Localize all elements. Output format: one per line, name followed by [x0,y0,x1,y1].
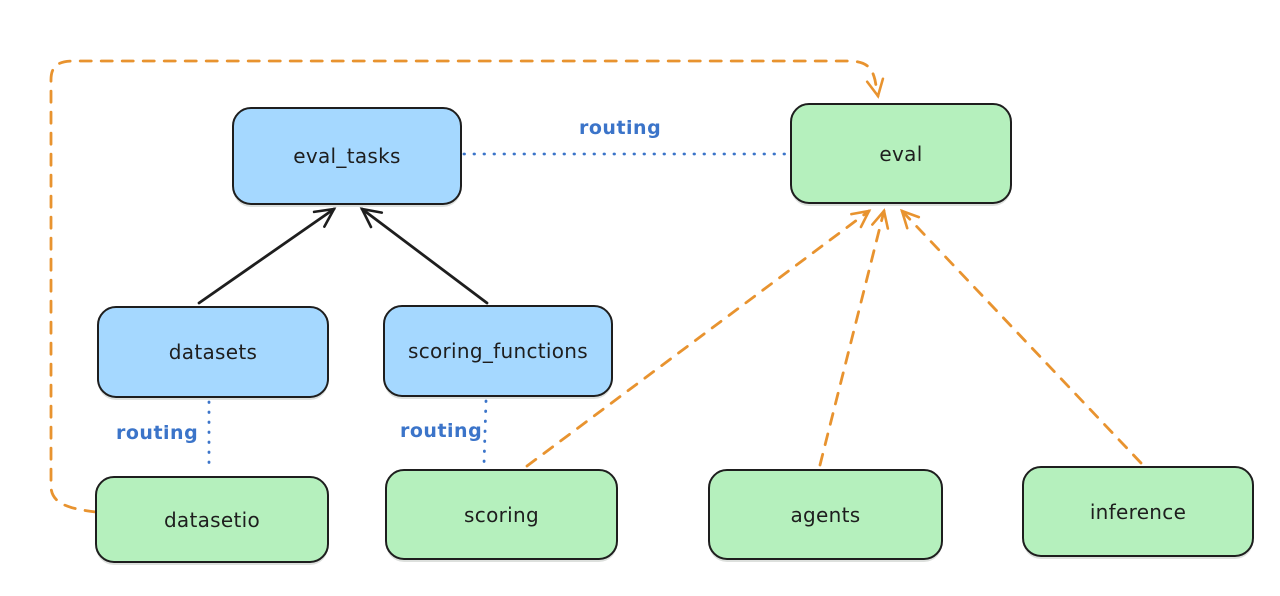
routing-label-scoring-functions-scoring: routing [400,420,483,442]
node-eval-tasks: eval_tasks [232,107,462,205]
edge-scoring-functions-to-scoring-dotted [482,399,488,466]
node-agents-label: agents [790,502,861,527]
node-datasets-label: datasets [168,340,258,364]
routing-label-eval-tasks-eval: routing [579,117,662,139]
edge-inference-to-eval-dashed [899,208,1143,465]
node-agents: agents [708,469,943,560]
edge-scoring-functions-to-eval-tasks [359,207,489,305]
node-datasets: datasets [97,306,329,398]
node-scoring-label: scoring [464,502,539,527]
node-scoring-functions: scoring_functions [383,305,613,397]
node-eval: eval [790,103,1012,204]
node-datasetio: datasetio [95,476,329,563]
node-scoring: scoring [385,469,618,560]
node-scoring-functions-label: scoring_functions [407,339,589,363]
node-eval-tasks-label: eval_tasks [293,144,401,168]
routing-label-datasets-datasetio: routing [116,422,199,444]
edge-agents-to-eval-dashed [818,208,890,467]
node-datasetio-label: datasetio [163,507,261,532]
node-inference: inference [1022,466,1254,557]
edge-datasetio-to-eval-dashed [49,59,885,514]
node-eval-label: eval [879,141,923,166]
edge-datasets-to-eval-tasks [197,207,337,305]
node-inference-label: inference [1089,499,1187,524]
